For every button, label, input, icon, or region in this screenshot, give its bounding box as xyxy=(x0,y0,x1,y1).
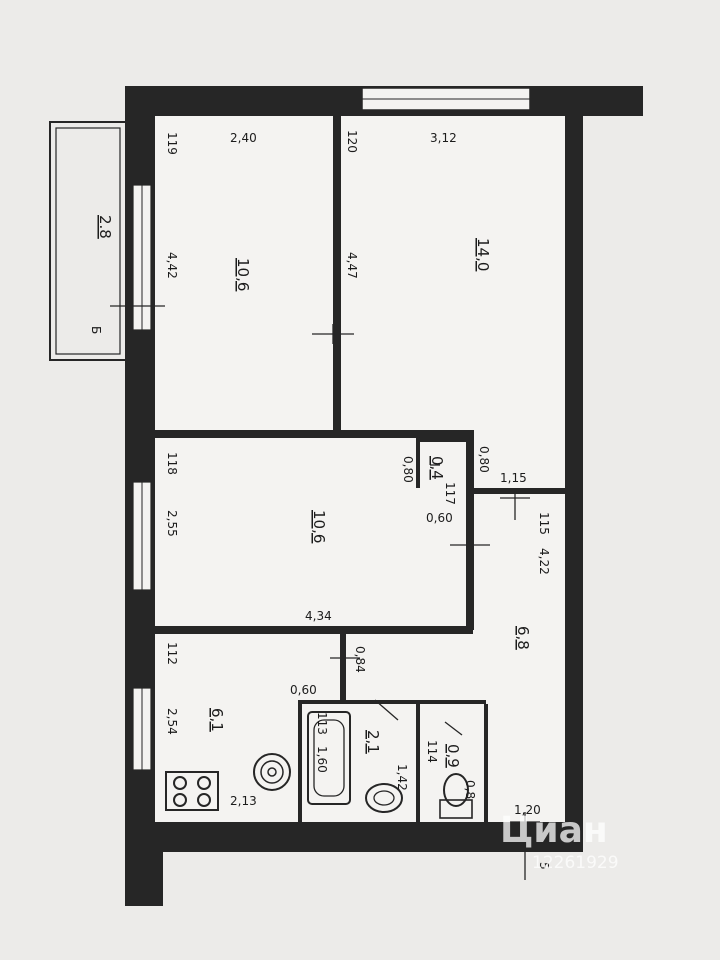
room-width: 3,12 xyxy=(430,131,457,145)
toilet-icon xyxy=(439,773,473,819)
hall-width: 1,15 xyxy=(500,471,527,485)
room-area: 14,0 xyxy=(474,238,492,271)
room-width: 2,40 xyxy=(230,131,257,145)
hall-area: 6,8 xyxy=(514,626,532,650)
stove-icon xyxy=(165,771,219,811)
right-wall xyxy=(565,116,583,822)
room-width: 4,34 xyxy=(305,609,332,623)
kitchen-width: 2,13 xyxy=(230,794,257,808)
watermark-id: 12261929 xyxy=(532,853,619,873)
outer-recess-bottom xyxy=(163,852,647,912)
balcony xyxy=(49,121,165,361)
left-windows xyxy=(132,184,152,771)
room-number: 119 xyxy=(165,132,179,155)
bath-number: 113 xyxy=(315,712,329,735)
outer-recess xyxy=(583,116,645,908)
closet-width: 0,60 xyxy=(426,511,453,525)
kitchen-area: 6,1 xyxy=(208,708,226,732)
room-number: 120 xyxy=(345,130,359,153)
door-marks xyxy=(312,324,540,880)
toilet-width: 0,8 xyxy=(463,780,477,799)
corridor-dim: 0,84 xyxy=(353,646,367,673)
toilet-area: 0,9 xyxy=(444,744,462,768)
watermark-brand: Циан xyxy=(500,810,608,851)
interior-walls xyxy=(155,116,565,822)
balcony-mark: Б xyxy=(89,326,103,334)
room-area: 10,6 xyxy=(310,510,328,543)
sink-icon xyxy=(253,753,291,791)
toilet-number: 114 xyxy=(425,740,439,763)
bottom-wall xyxy=(155,822,583,852)
hall-top-dim: 0,80 xyxy=(477,446,491,473)
entry-mark: 5 xyxy=(537,862,551,870)
room-height: 4,47 xyxy=(345,252,359,279)
kitchen-number: 112 xyxy=(165,642,179,665)
bath-gap-dim: 0,60 xyxy=(290,683,317,697)
apartment-floor xyxy=(155,116,565,822)
balcony-area: 2.8 xyxy=(96,215,114,239)
bath-width: 1,60 xyxy=(315,746,329,773)
room-number: 118 xyxy=(165,452,179,475)
entry-dim: 1,20 xyxy=(514,803,541,817)
room-height: 4,42 xyxy=(165,252,179,279)
closet-number: 117 xyxy=(443,482,457,505)
bath-height: 1,42 xyxy=(395,764,409,791)
washbasin-icon xyxy=(365,783,403,813)
bath-area: 2,1 xyxy=(364,730,382,754)
hall-height: 4,22 xyxy=(537,548,551,575)
room-area: 10,6 xyxy=(234,258,252,291)
kitchen-height: 2,54 xyxy=(165,708,179,735)
hall-number: 115 xyxy=(537,512,551,535)
room-height: 2,55 xyxy=(165,510,179,537)
closet-area: 0,4 xyxy=(428,456,446,480)
bathtub-icon xyxy=(307,711,351,805)
closet-height: 0,80 xyxy=(401,456,415,483)
